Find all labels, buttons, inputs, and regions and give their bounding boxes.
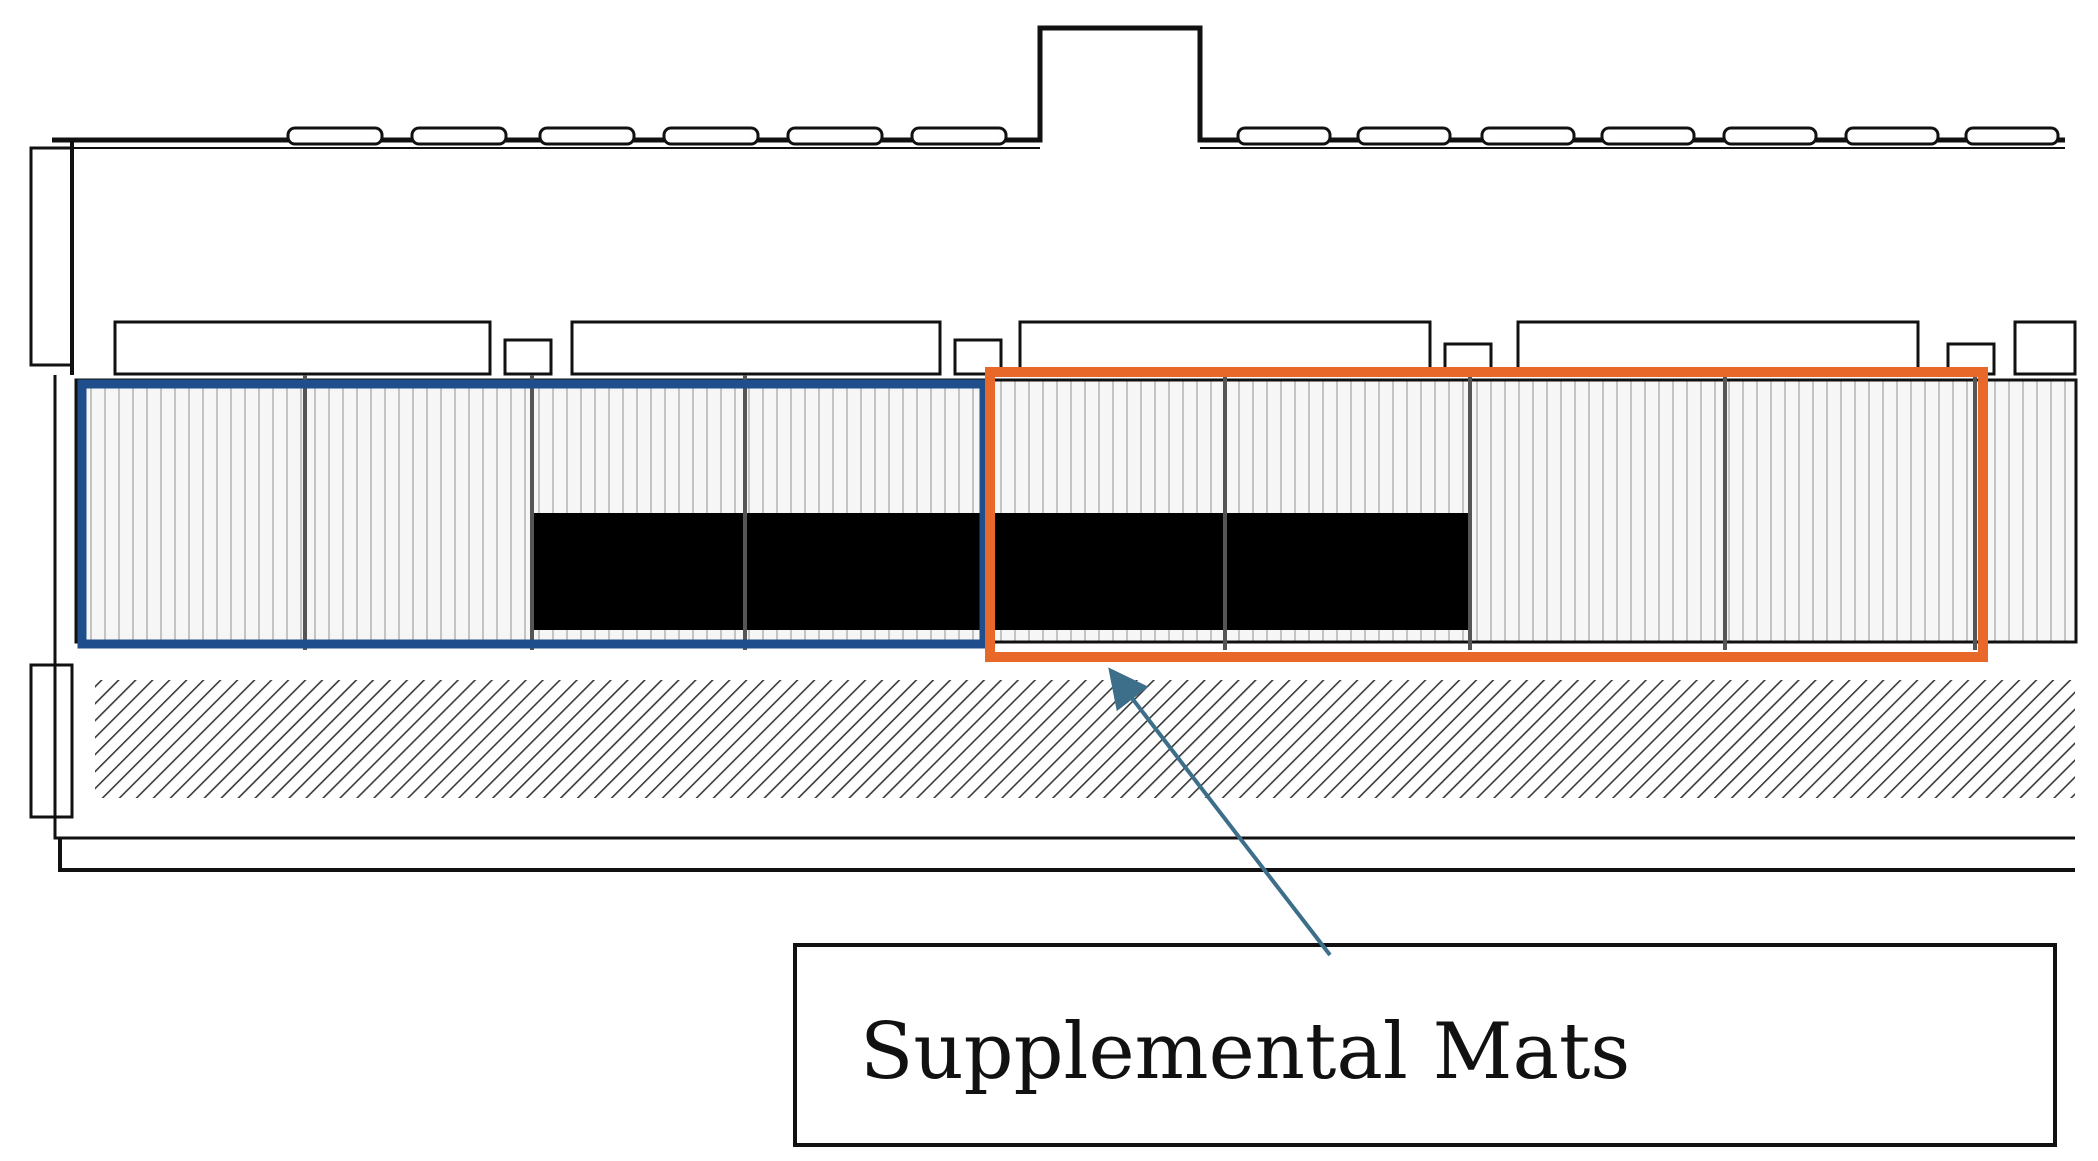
wall-opening-segment (1600, 126, 1696, 146)
mat-dividers (303, 375, 1977, 650)
orange-mat-group-outline (985, 367, 1988, 662)
wall-opening-segment (1480, 126, 1576, 146)
left-wall-upper-block (29, 146, 74, 367)
wall-opening-segment (1722, 126, 1818, 146)
wall-opening-segment (410, 126, 508, 146)
equipment-box (570, 320, 942, 376)
equipment-box (2013, 320, 2077, 376)
callout-label: Supplemental Mats (860, 1007, 1630, 1097)
bottom-wall (53, 830, 2075, 872)
supplemental-mat (532, 513, 980, 630)
hatched-floor-strip (95, 680, 2075, 798)
wall-opening-segment (1964, 126, 2060, 146)
top-wall-openings (286, 126, 2060, 146)
supplemental-mat (993, 513, 1468, 630)
left-wall-lower-block (29, 663, 74, 819)
wall-opening-segment (910, 126, 1008, 146)
wall-opening-segment (1236, 126, 1332, 146)
wall-opening-segment (786, 126, 884, 146)
callout-box (793, 943, 2057, 1147)
wall-opening-segment (538, 126, 636, 146)
equipment-box (1018, 320, 1432, 376)
equipment-row (113, 320, 2077, 376)
blue-mat-group-outline (77, 379, 989, 649)
wall-opening-segment (662, 126, 760, 146)
equipment-small-box (503, 338, 553, 376)
equipment-box (1516, 320, 1920, 376)
wall-opening-segment (1356, 126, 1452, 146)
top-wall (52, 25, 2065, 149)
wall-opening-segment (286, 126, 384, 146)
top-wall-outline (52, 25, 2065, 143)
equipment-box (113, 320, 492, 376)
arrow-pointer-icon (1108, 667, 1332, 957)
wall-opening-segment (1844, 126, 1940, 146)
